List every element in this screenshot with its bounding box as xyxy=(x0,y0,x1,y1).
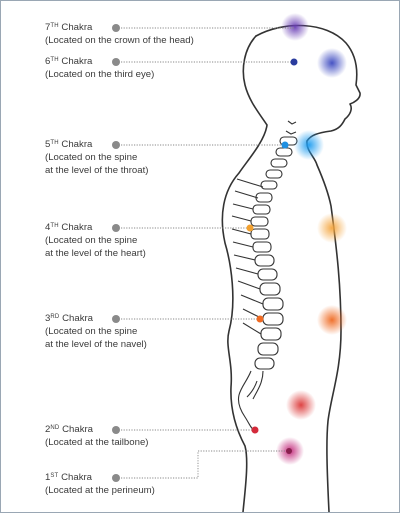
chakra-glow-3 xyxy=(317,305,347,335)
chakra-1-title: 1ST Chakra xyxy=(45,472,93,483)
chakra-6-label: 6TH Chakra (Located on the third eye) xyxy=(45,54,154,81)
chakra-point-2 xyxy=(251,426,259,434)
chakra-2-label: 2ND Chakra (Located at the tailbone) xyxy=(45,422,148,449)
leader-dot-6 xyxy=(112,58,120,66)
chakra-7-label: 7TH Chakra (Located on the crown of the … xyxy=(45,20,194,47)
chakra-4-title: 4TH Chakra xyxy=(45,222,93,233)
chakra-point-6 xyxy=(290,58,298,66)
leader-dot-4 xyxy=(112,224,120,232)
chakra-point-4 xyxy=(246,224,254,232)
chakra-1-label: 1ST Chakra (Located at the perineum) xyxy=(45,470,155,497)
chakra-5-label: 5TH Chakra (Located on the spine at the … xyxy=(45,137,148,177)
chakra-2-title: 2ND Chakra xyxy=(45,424,94,435)
chakra-2-location: (Located at the tailbone) xyxy=(45,437,149,448)
chakra-glow-5 xyxy=(294,130,324,160)
chakra-glow-7 xyxy=(281,13,309,41)
chakra-point-5 xyxy=(281,141,289,149)
chakra-glow-2 xyxy=(286,390,316,420)
leader-dot-2 xyxy=(112,426,120,434)
chakra-6-location: (Located on the third eye) xyxy=(45,69,155,80)
chakra-5-title: 5TH Chakra xyxy=(45,139,93,150)
leader-dot-1 xyxy=(112,474,120,482)
body-back-outline xyxy=(221,35,268,512)
chakra-4-location-line-2: at the level of the heart) xyxy=(45,248,146,259)
chakra-4-location-line-1: (Located on the spine xyxy=(45,235,138,246)
spine xyxy=(231,120,298,432)
chakra-point-3 xyxy=(256,315,264,323)
chakra-3-location-line-2: at the level of the navel) xyxy=(45,339,147,350)
chakra-1-location: (Located at the perineum) xyxy=(45,485,155,496)
chakra-point-1 xyxy=(286,448,292,454)
leader-dot-5 xyxy=(112,141,120,149)
chakra-6-title: 6TH Chakra xyxy=(45,56,93,67)
leader-dot-3 xyxy=(112,315,120,323)
chakra-3-title: 3RD Chakra xyxy=(45,313,94,324)
chakra-7-location: (Located on the crown of the head) xyxy=(45,35,194,46)
chakra-5-location-line-2: at the level of the throat) xyxy=(45,165,149,176)
chakra-glow-6 xyxy=(317,48,347,78)
chakra-3-location-line-1: (Located on the spine xyxy=(45,326,138,337)
leader-dot-7 xyxy=(112,24,120,32)
chakra-4-label: 4TH Chakra (Located on the spine at the … xyxy=(45,220,146,260)
chakra-7-title: 7TH Chakra xyxy=(45,22,93,33)
chakra-glow-4 xyxy=(317,213,347,243)
chakra-3-label: 3RD Chakra (Located on the spine at the … xyxy=(45,311,147,351)
chakra-5-location-line-1: (Located on the spine xyxy=(45,152,138,163)
